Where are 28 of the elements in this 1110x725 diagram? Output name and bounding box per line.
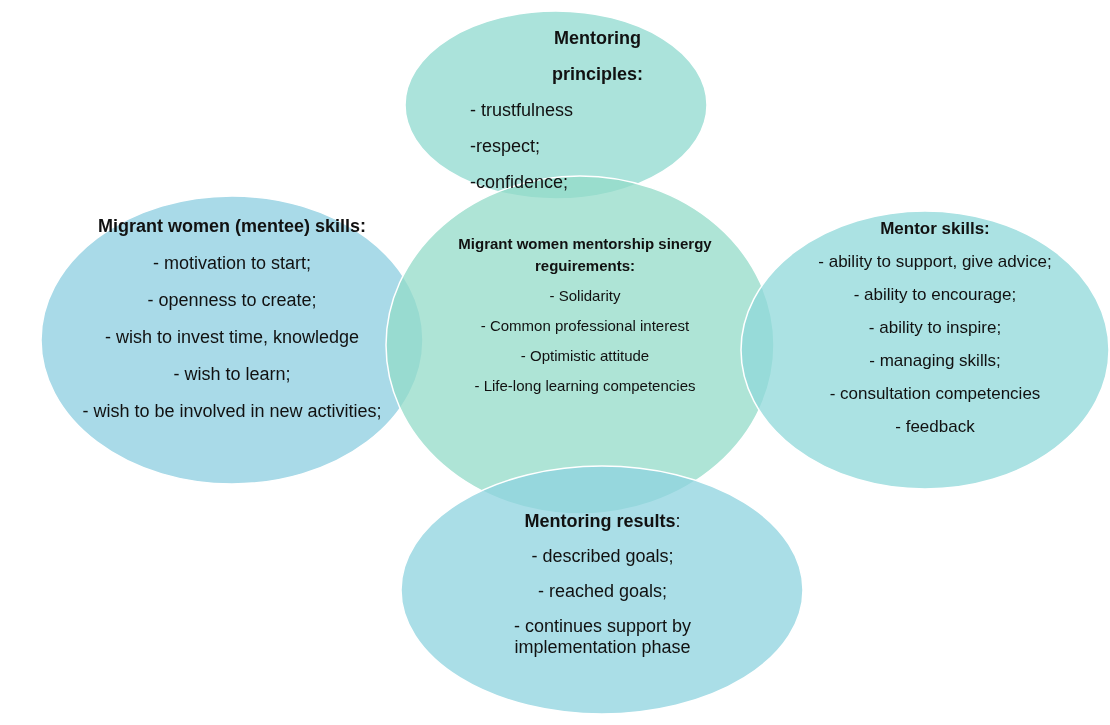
list-item: - Optimistic attitude xyxy=(519,346,651,366)
heading: Mentoring results: xyxy=(523,510,682,533)
heading: Mentor skills: xyxy=(879,218,991,240)
list-item: - trustfulness xyxy=(470,99,575,122)
list-item: -confidence; xyxy=(470,171,570,194)
list-item: - Life-long learning competencies xyxy=(473,376,697,396)
list-item: - ability to inspire; xyxy=(867,317,1003,339)
list-item: - described goals; xyxy=(530,545,675,568)
heading: Migrant women mentorship sinergy reguirements: xyxy=(457,234,713,276)
list-item: - ability to encourage; xyxy=(852,284,1018,306)
list-item: - reached goals; xyxy=(536,580,669,603)
list-item: - motivation to start; xyxy=(151,252,313,276)
heading: Mentoring principles: xyxy=(551,27,644,86)
ellipse-node xyxy=(400,465,804,715)
heading: Migrant women (mentee) skills: xyxy=(96,215,368,238)
list-item: - managing skills; xyxy=(868,350,1002,372)
list-item: -respect; xyxy=(470,135,542,158)
list-item: - wish to learn; xyxy=(172,363,292,387)
list-item: - ability to support, give advice; xyxy=(817,251,1053,273)
list-item: - wish to invest time, knowledge xyxy=(103,326,361,350)
list-item: - continues support by implementation phase xyxy=(512,615,693,659)
list-item: - consultation competencies xyxy=(828,383,1042,405)
list-item: - wish to be involved in new activities; xyxy=(81,400,383,424)
list-item: - Solidarity xyxy=(548,286,622,306)
list-item: - Common professional interest xyxy=(479,316,691,336)
list-item: - openness to create; xyxy=(146,289,318,313)
list-item: - feedback xyxy=(894,416,976,438)
ellipse-node xyxy=(740,210,1110,490)
